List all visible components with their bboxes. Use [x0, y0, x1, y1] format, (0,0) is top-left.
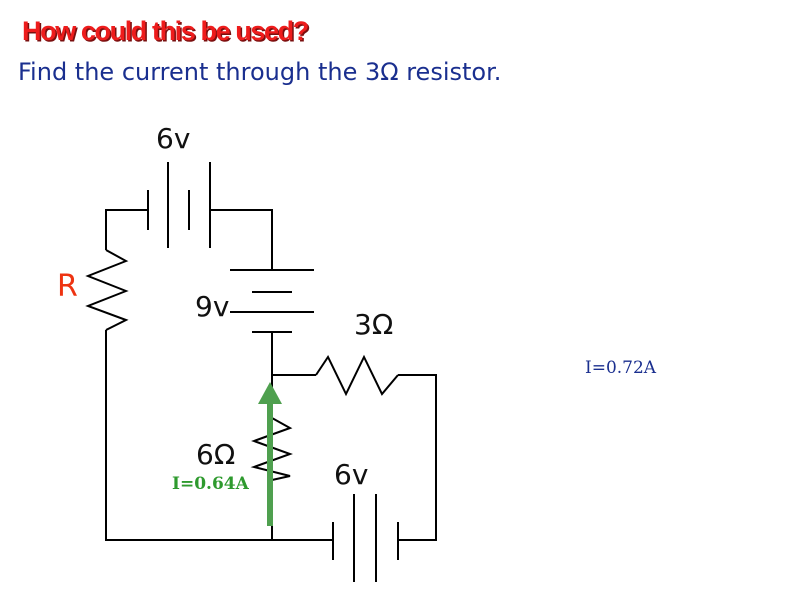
current-6ohm-label: I=0.64A: [172, 474, 250, 494]
current-arrow: [258, 382, 282, 526]
wire-3ohm-right: [398, 374, 437, 541]
bottom-battery: [332, 494, 399, 582]
bottom-battery-label: 6v: [334, 458, 368, 491]
resistor-3ohm: [315, 354, 399, 397]
wire-top-left: [105, 209, 148, 250]
resistor-6ohm-label: 6Ω: [196, 438, 235, 471]
question-text: Find the current through the 3Ω resistor…: [18, 58, 502, 86]
middle-battery: [230, 269, 314, 333]
middle-battery-label: 9v: [195, 290, 229, 323]
resistor-r: [85, 249, 129, 331]
wire-left: [105, 330, 333, 541]
slide-heading: How could this be used?: [22, 16, 309, 46]
wire-top-right: [210, 209, 273, 270]
top-battery-label: 6v: [156, 122, 190, 155]
resistor-3ohm-label: 3Ω: [354, 308, 393, 341]
top-battery: [147, 162, 211, 248]
current-3ohm-label: I=0.72A: [585, 358, 657, 378]
resistor-r-label: R: [57, 269, 78, 304]
resistor-6ohm: [250, 417, 293, 481]
